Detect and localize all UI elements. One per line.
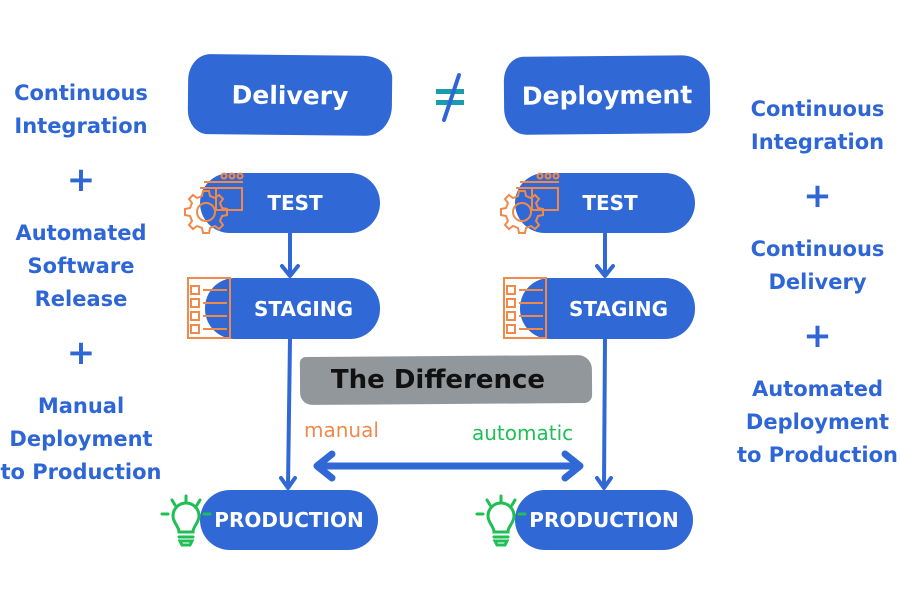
deployment-step-production: PRODUCTION xyxy=(515,490,693,550)
step-label: PRODUCTION xyxy=(529,508,679,532)
right-item-continuous-delivery: Continuous Delivery xyxy=(735,233,900,299)
delivery-step-production: PRODUCTION xyxy=(200,490,378,550)
plus-icon: + xyxy=(66,160,96,200)
checklist-icon xyxy=(503,277,547,339)
text-line: Manual xyxy=(37,394,125,418)
plus-icon: + xyxy=(803,176,832,216)
text-line: Deployment xyxy=(745,410,890,434)
arrow-staging-to-production-deployment xyxy=(602,337,607,488)
text-line: Software xyxy=(27,254,135,278)
arrow-staging-to-production-delivery xyxy=(286,337,292,488)
text-line: Automated xyxy=(751,377,884,401)
step-label: PRODUCTION xyxy=(214,508,364,532)
lightbulb-icon xyxy=(160,494,212,548)
step-label: STAGING xyxy=(254,296,353,321)
plus-icon: + xyxy=(66,333,96,373)
text-line: Continuous xyxy=(14,81,148,105)
arrowhead xyxy=(279,476,297,490)
left-item-continuous-integration: Continuous Integration xyxy=(0,77,162,143)
left-item-manual-deployment: Manual Deployment to Production xyxy=(0,390,162,489)
left-item-automated-software-release: Automated Software Release xyxy=(0,217,162,316)
text-line: Integration xyxy=(14,114,148,138)
lightbulb-icon xyxy=(475,494,527,548)
arrowhead xyxy=(595,476,613,490)
deployment-step-staging: STAGING xyxy=(520,278,695,339)
step-label: TEST xyxy=(267,191,323,215)
gear-window-icon xyxy=(500,170,562,236)
arrowhead xyxy=(280,264,300,278)
text-line: Deployment xyxy=(9,427,153,451)
double-arrow-icon xyxy=(313,450,584,482)
text-line: Automated xyxy=(15,221,147,245)
text-line: Release xyxy=(34,287,128,311)
text-line: to Production xyxy=(0,460,162,484)
gear-window-icon xyxy=(184,170,246,236)
delivery-step-staging: STAGING xyxy=(205,278,380,339)
automatic-label: automatic xyxy=(472,421,574,445)
delivery-step-test: TEST xyxy=(200,173,380,233)
manual-label: manual xyxy=(304,418,379,442)
arrowhead xyxy=(595,264,615,278)
text-line: Continuous xyxy=(750,97,885,121)
plus-icon: + xyxy=(803,316,832,356)
step-label: STAGING xyxy=(569,296,668,321)
difference-title: The Difference xyxy=(330,365,546,395)
text-line: Integration xyxy=(750,130,885,154)
right-item-continuous-integration: Continuous Integration xyxy=(735,93,900,159)
text-line: Continuous xyxy=(750,237,885,261)
step-label: TEST xyxy=(582,191,638,215)
checklist-icon xyxy=(187,277,231,339)
text-line: Delivery xyxy=(768,270,867,294)
not-equal-icon xyxy=(432,70,472,125)
text-line: to Production xyxy=(737,443,898,467)
right-item-automated-deployment: Automated Deployment to Production xyxy=(735,373,900,472)
